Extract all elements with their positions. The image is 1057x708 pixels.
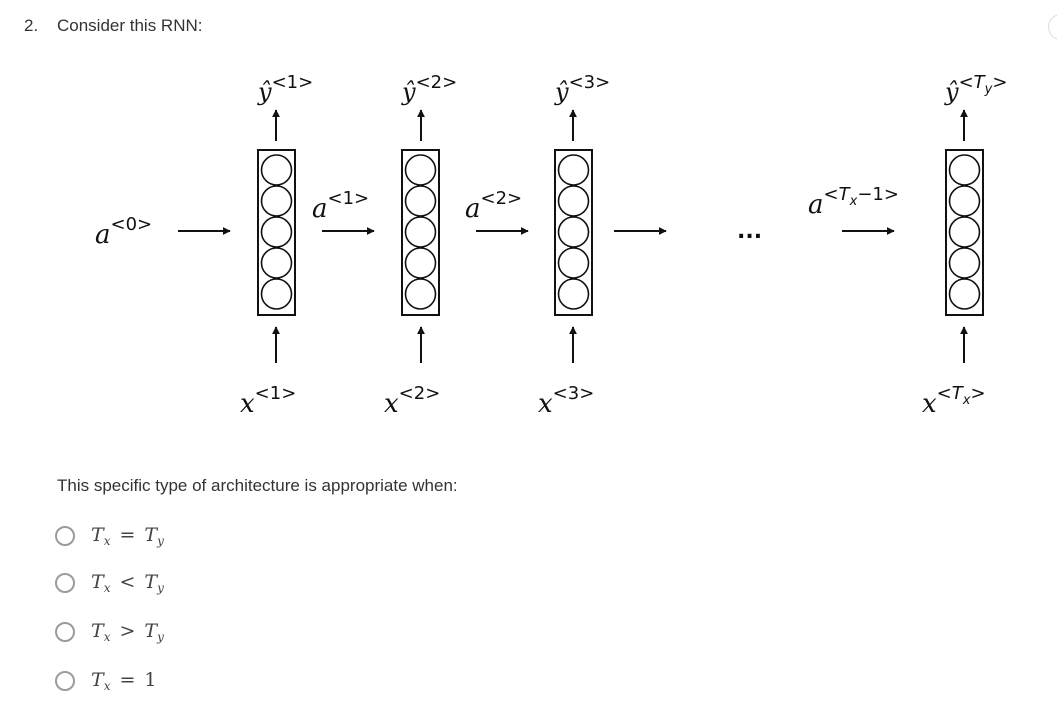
input-label-2: x<2> [384,383,440,419]
radio-button[interactable] [55,573,75,593]
radio-button[interactable] [55,622,75,642]
option-label: Tx=1 [91,669,157,693]
activation-label-0: a<0> [95,214,152,250]
rnn-cell-3 [554,149,593,316]
question-number: 2. [24,16,39,35]
option-4[interactable]: Tx=1 [55,666,156,696]
radio-button[interactable] [55,671,75,691]
input-label-1: x<1> [240,383,296,419]
y-hat-label-1: ŷ<1> [257,72,313,106]
activation-label-2: a<2> [465,188,522,224]
input-label-3: x<3> [538,383,594,419]
y-hat-label-3: ŷ<3> [554,72,610,106]
input-label-tx: x<Tx> [922,383,986,419]
option-label: Tx=Ty [91,524,164,548]
question-prompt: This specific type of architecture is ap… [57,476,458,495]
option-label: Tx<Ty [91,571,164,595]
ellipsis: ... [737,219,762,244]
option-3[interactable]: Tx>Ty [55,617,164,647]
rnn-cell-2 [401,149,440,316]
y-hat-label-2: ŷ<2> [401,72,457,106]
activation-label-tx-minus-1: a<Tx−1> [808,184,899,220]
option-2[interactable]: Tx<Ty [55,568,164,598]
question-title: Consider this RNN: [57,16,203,35]
activation-label-1: a<1> [312,188,369,224]
radio-button[interactable] [55,526,75,546]
option-1[interactable]: Tx=Ty [55,521,164,551]
rnn-cell-tx [945,149,984,316]
rnn-cell-1 [257,149,296,316]
rnn-diagram: ŷ<1> ŷ<2> ŷ<3> ŷ<Ty> [95,72,1007,419]
option-label: Tx>Ty [91,620,164,644]
y-hat-label-ty: ŷ<Ty> [944,72,1007,106]
